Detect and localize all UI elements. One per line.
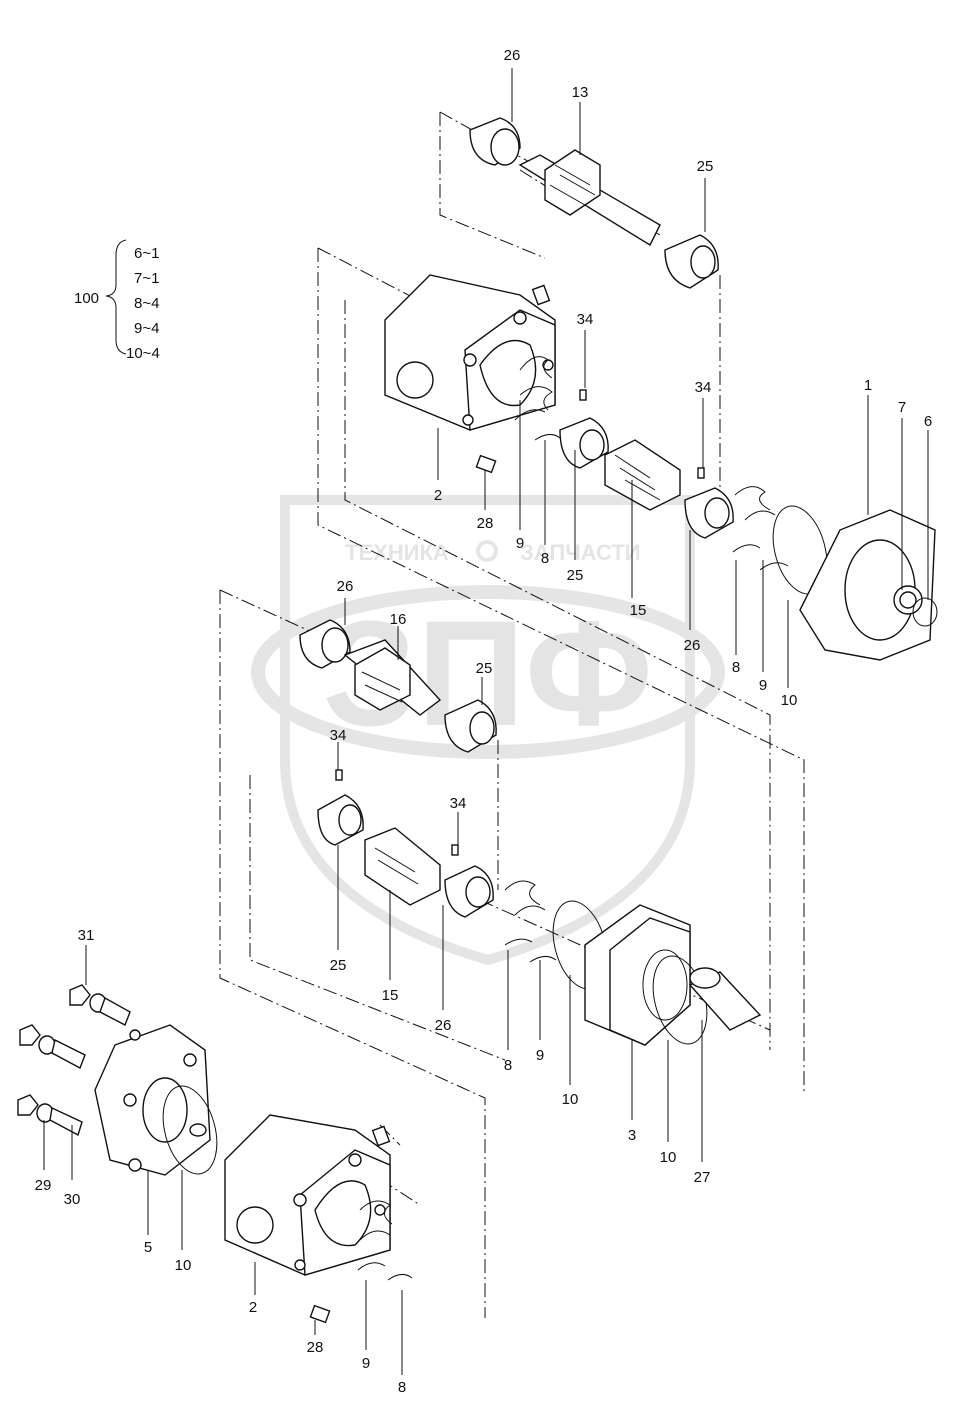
part-label: 34 xyxy=(577,311,594,328)
kit-item: 7~1 xyxy=(134,270,159,287)
watermark-ellipse xyxy=(251,585,725,759)
part-label: 26 xyxy=(337,578,354,595)
part-label: 9 xyxy=(759,677,767,694)
bushing-25-lower xyxy=(317,769,364,846)
plate-3 xyxy=(584,904,691,1046)
gear-15-lower xyxy=(364,827,441,906)
part-label: 8 xyxy=(541,550,549,567)
part-label: 28 xyxy=(307,1339,324,1356)
part-label: 10 xyxy=(562,1091,579,1108)
watermark-gear-icon xyxy=(476,540,498,562)
drive-shaft-13 xyxy=(518,149,661,246)
part-label: 15 xyxy=(382,987,399,1004)
part-label: 9 xyxy=(516,535,524,552)
part-label: 1 xyxy=(864,377,872,394)
part-label: 5 xyxy=(144,1239,152,1256)
gear-15-upper xyxy=(604,439,681,511)
part-label: 2 xyxy=(434,487,442,504)
part-label: 26 xyxy=(435,1017,452,1034)
part-label: 25 xyxy=(330,957,347,974)
part-label: 30 xyxy=(64,1191,81,1208)
part-label: 9 xyxy=(536,1047,544,1064)
part-label: 25 xyxy=(567,567,584,584)
phantom-line xyxy=(219,590,486,1318)
kit-item: 6~1 xyxy=(134,245,159,262)
watermark-left-text: ТЕХНИКА xyxy=(345,540,449,565)
shaft-27 xyxy=(652,955,762,1045)
part-label: 2 xyxy=(249,1299,257,1316)
leader-lines xyxy=(85,68,929,1375)
kit-item: 8~4 xyxy=(134,295,159,312)
part-label: 8 xyxy=(732,659,740,676)
kit-number: 100 xyxy=(74,290,99,307)
shaft-16 xyxy=(343,639,442,716)
phantom-line xyxy=(519,169,561,196)
part-label: 34 xyxy=(330,727,347,744)
phantom-line xyxy=(219,589,341,646)
phantom-line xyxy=(439,112,546,259)
bushing-26-lower xyxy=(444,844,494,918)
bearing-26-mid xyxy=(299,619,351,669)
phantom-line xyxy=(344,300,771,1050)
cover-1 xyxy=(799,509,938,661)
kit-bracket xyxy=(105,239,127,355)
part-label: 7 xyxy=(898,399,906,416)
part-label: 13 xyxy=(572,84,589,101)
part-label: 29 xyxy=(35,1177,52,1194)
housing-2-rear xyxy=(224,1114,413,1324)
bushing-26-upper xyxy=(684,467,734,539)
phantom-line xyxy=(249,775,506,1061)
part-label: 25 xyxy=(476,660,493,677)
watermark-shield-icon xyxy=(280,495,695,966)
part-label: 34 xyxy=(695,379,712,396)
part-label: 3 xyxy=(628,1127,636,1144)
part-label: 25 xyxy=(697,158,714,175)
seals-upper xyxy=(514,356,587,441)
bearing-26-top xyxy=(469,117,521,166)
end-cover-5 xyxy=(94,1024,218,1176)
part-label: 10 xyxy=(175,1257,192,1274)
part-label: 31 xyxy=(78,927,95,944)
kit-brace xyxy=(105,239,127,355)
kit-item: 9~4 xyxy=(134,320,159,337)
part-label: 28 xyxy=(477,515,494,532)
part-label: 26 xyxy=(684,637,701,654)
part-label: 16 xyxy=(390,611,407,628)
part-label: 8 xyxy=(398,1379,406,1396)
kit-item: 10~4 xyxy=(126,345,160,362)
part-label: 10 xyxy=(660,1149,677,1166)
part-label: 27 xyxy=(694,1169,711,1186)
part-label: 10 xyxy=(781,692,798,709)
watermark-right-text: ЗАПЧАСТИ xyxy=(520,540,641,565)
bearing-25-mid xyxy=(444,699,497,753)
bolts-31-29-30 xyxy=(17,984,131,1180)
housing-2-front xyxy=(384,274,556,474)
part-label: 8 xyxy=(504,1057,512,1074)
part-label: 34 xyxy=(450,795,467,812)
part-labels: 26 13 25 34 34 1 7 6 2 28 9 8 25 15 26 8… xyxy=(35,47,933,1396)
part-label: 6 xyxy=(924,413,932,430)
part-label: 26 xyxy=(504,47,521,64)
bearing-25-top xyxy=(664,234,719,289)
part-label: 9 xyxy=(362,1355,370,1372)
phantom-line xyxy=(317,248,805,1093)
bushing-25-upper xyxy=(559,417,609,469)
part-label: 15 xyxy=(630,602,647,619)
